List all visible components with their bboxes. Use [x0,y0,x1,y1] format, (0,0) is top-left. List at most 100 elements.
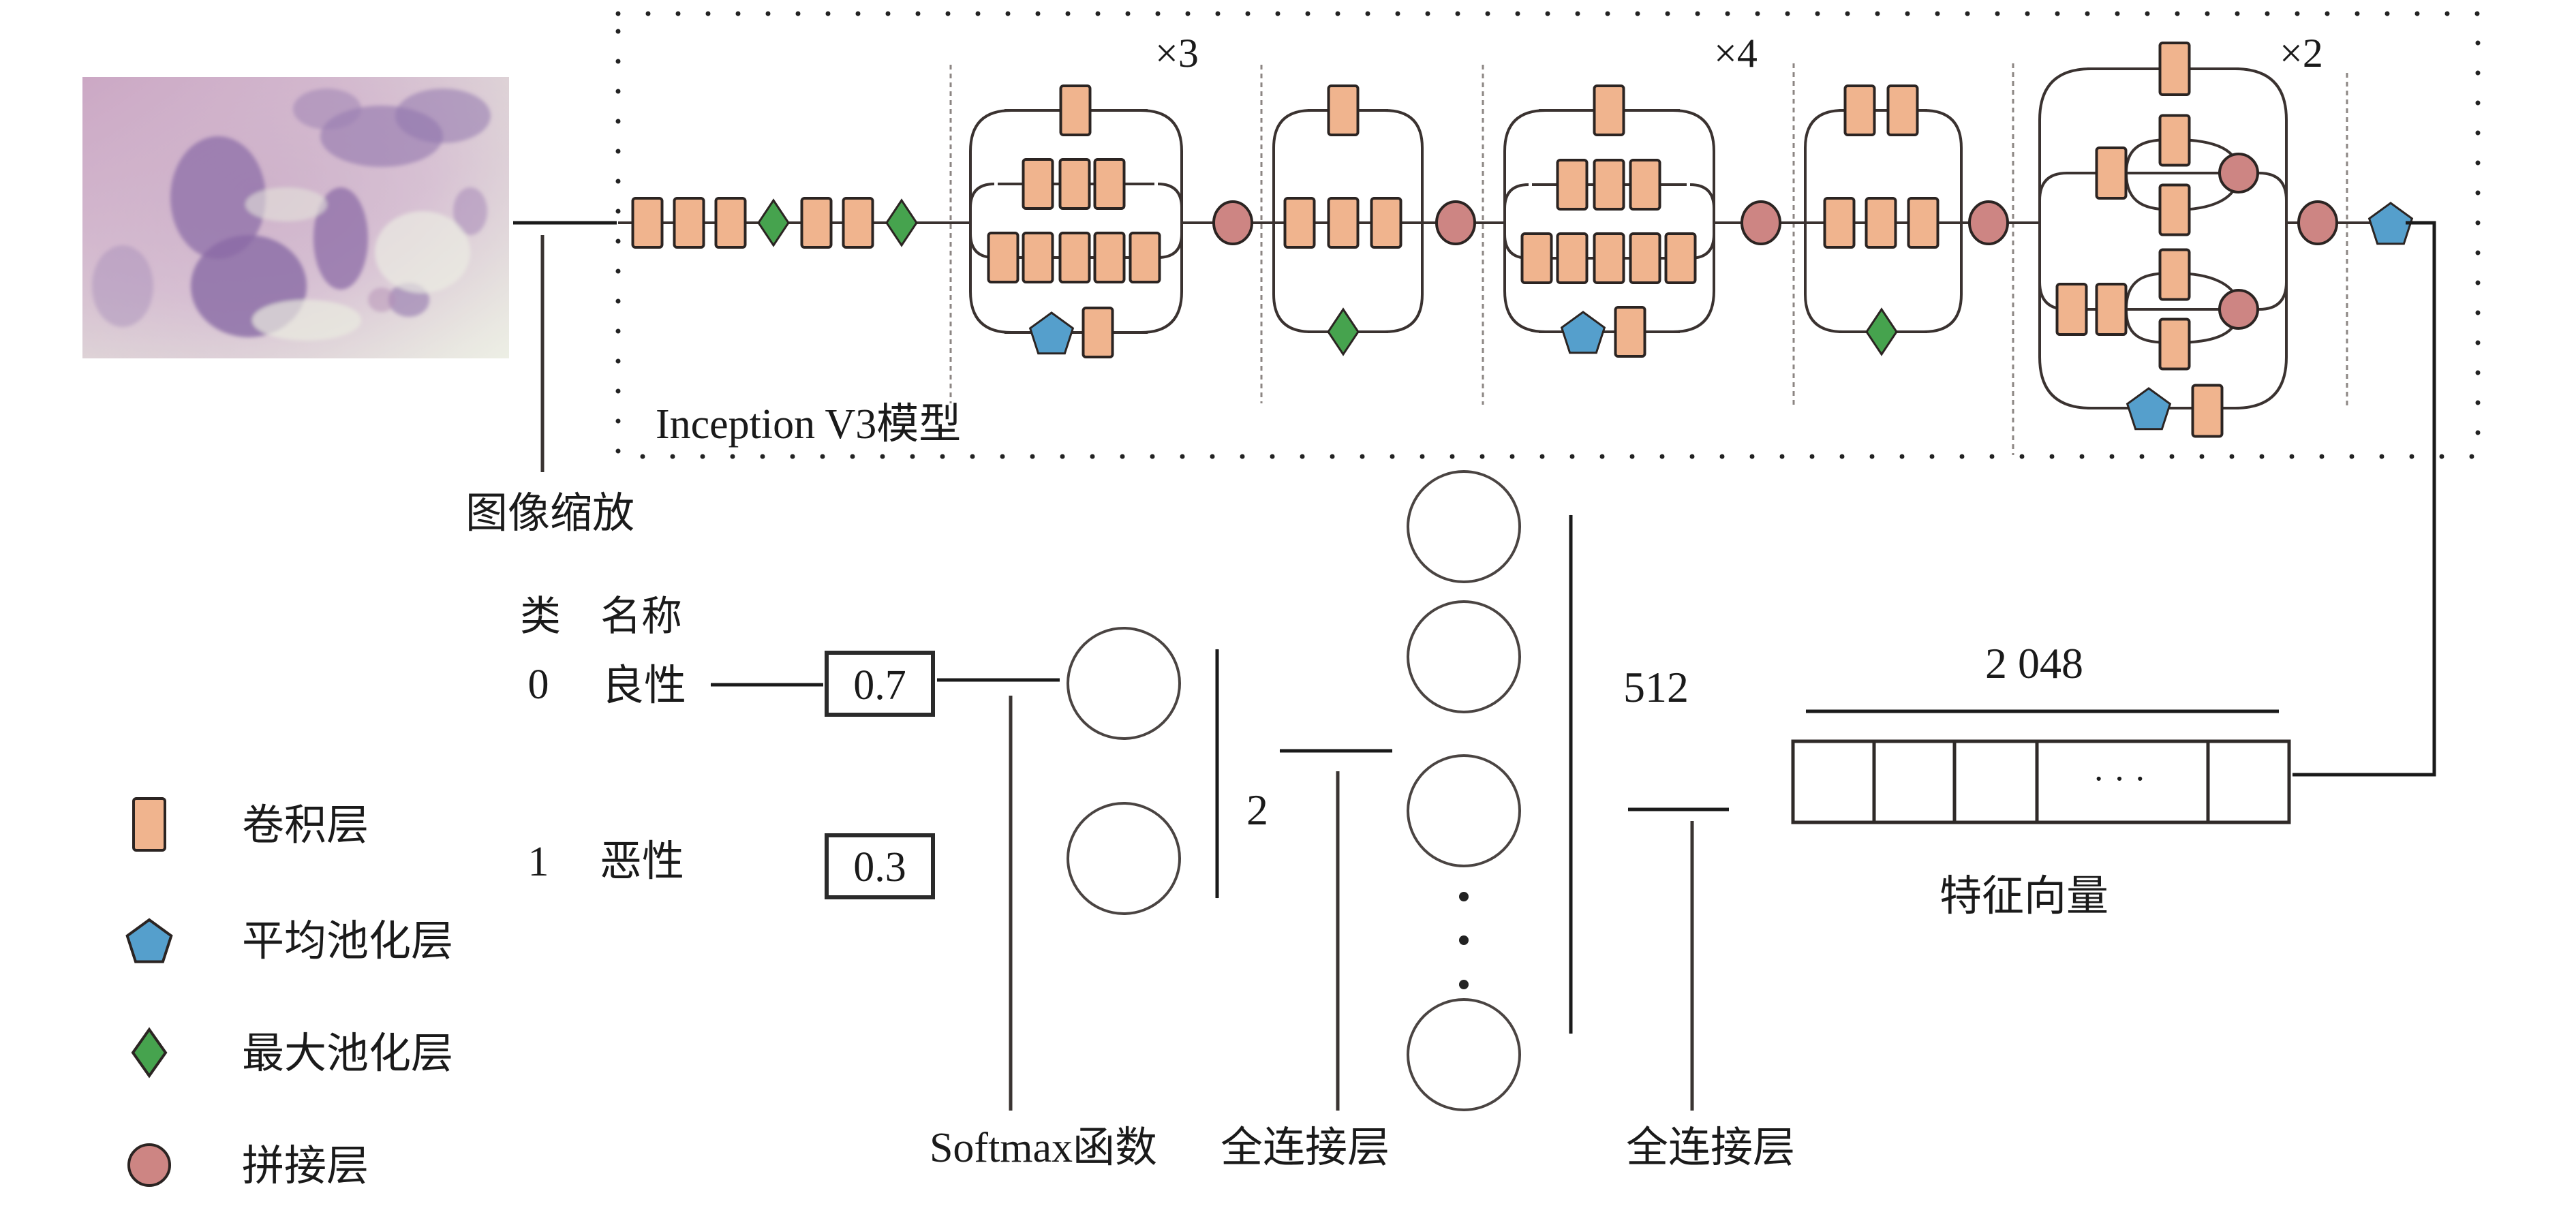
conv-layer [1593,159,1625,211]
concat-layer [1212,200,1253,245]
neuron [1407,470,1521,583]
branch-path [2038,67,2091,409]
branch-path [2038,172,2068,311]
conv-layer [1520,232,1553,284]
conv-layer [2095,146,2128,200]
feature-vector: · · · [1791,739,2291,824]
branch-path [1272,109,1312,333]
branch-path [2258,172,2288,311]
branch-path [2235,67,2288,409]
max-pool-layer [1865,307,1898,356]
conv-layer [1629,159,1661,211]
concat-layer [1968,200,2009,245]
fc512-dimension-label: 512 [1623,663,1689,711]
concat-layer [2297,200,2338,245]
class-name: 恶性 [600,836,684,886]
fc2-label: 全连接层 [1221,1122,1390,1172]
branch-path [1384,109,1424,333]
class-id: 1 [528,839,549,885]
class-id: 0 [528,662,549,708]
conv-layer [2158,248,2191,301]
max-pool-layer-icon [131,1027,168,1079]
probability-benign: 0.7 [825,651,935,717]
conv-layer [1593,232,1625,284]
conv-layer [2158,42,2191,96]
fc512-neurons [1407,470,1521,1111]
branch-path [1503,183,1529,260]
conv-layer [673,197,705,249]
conv-layer [1907,197,1939,249]
max-pool-layer [885,198,918,247]
conv-layer [800,197,833,249]
conv-layer [1022,232,1054,283]
conv-layer [1082,307,1114,358]
legend-label: 卷积层 [242,800,369,850]
conv-layer [1556,159,1589,211]
output-dimension-label: 2 [1246,786,1268,834]
neuron [1067,627,1181,740]
conv-layer [1129,232,1161,283]
conv-layer [1614,306,1646,358]
conv-layer [2158,114,2191,167]
probability-value: 0.7 [853,662,906,709]
name-header: 名称 [600,593,682,640]
conv-layer [1886,84,1919,136]
model-label: Inception V3模型 [656,401,961,448]
class-table: 类 名称 0 良性 1 恶性 [520,593,686,886]
max-pool-layer [1327,307,1360,356]
feature-ellipsis: · · · [2093,760,2146,799]
inception-model-frame [615,11,2481,459]
legend-label: 最大池化层 [242,1028,453,1078]
branch-path [1503,109,1546,333]
branch-path [1923,109,1963,333]
inception-pipeline [618,42,2414,455]
ellipsis-dot [1459,892,1469,901]
conv-layer [2158,318,2191,371]
feature-connector [2292,221,2436,777]
feature-cell [1791,739,1876,824]
conv-layer [1093,158,1126,210]
output-neurons [1067,627,1181,915]
conv-layer [842,197,874,249]
conv-layer [631,197,664,249]
feature-cell [1952,739,2039,824]
conv-layer [1059,84,1092,136]
conv-layer [1556,232,1589,284]
conv-layer [1843,84,1876,136]
probability-malignant: 0.3 [825,833,935,899]
conv-layer [1093,232,1126,283]
legend-item: 最大池化层 [131,1027,453,1079]
avg-pool-layer [2367,202,2414,245]
conv-layer [2095,283,2128,336]
branch-path [1157,183,1183,259]
conv-layer [1593,84,1625,136]
avg-pool-layer [2126,387,2172,431]
probability-value: 0.3 [853,844,906,890]
feature-cell [1872,739,1957,824]
feature-dimension-label: 2 048 [1985,639,2083,687]
concat-layer [2218,289,2259,330]
conv-layer [714,197,747,249]
conv-layer [1058,158,1091,210]
legend-item: 平均池化层 [125,916,453,965]
conv-layer [1629,232,1661,284]
softmax-label: Softmax函数 [930,1125,1157,1171]
avg-pool-layer [1560,311,1606,354]
conv-layer [1865,197,1897,249]
conv-layer [1823,197,1856,249]
legend-label: 拼接层 [242,1141,369,1190]
conv-layer [2158,183,2191,236]
legend-label: 平均池化层 [242,916,453,965]
neuron [1407,998,1521,1111]
branch-path [1672,109,1715,333]
ellipsis-dot [1459,980,1469,989]
branch-path [969,109,1012,334]
repeat-label-block-b: ×4 [1714,31,1758,76]
conv-layer [2191,384,2224,438]
legend-item: 卷积层 [132,797,369,852]
conv-layer [1058,232,1091,283]
conv-layer [987,232,1019,283]
class-name: 良性 [602,660,686,710]
